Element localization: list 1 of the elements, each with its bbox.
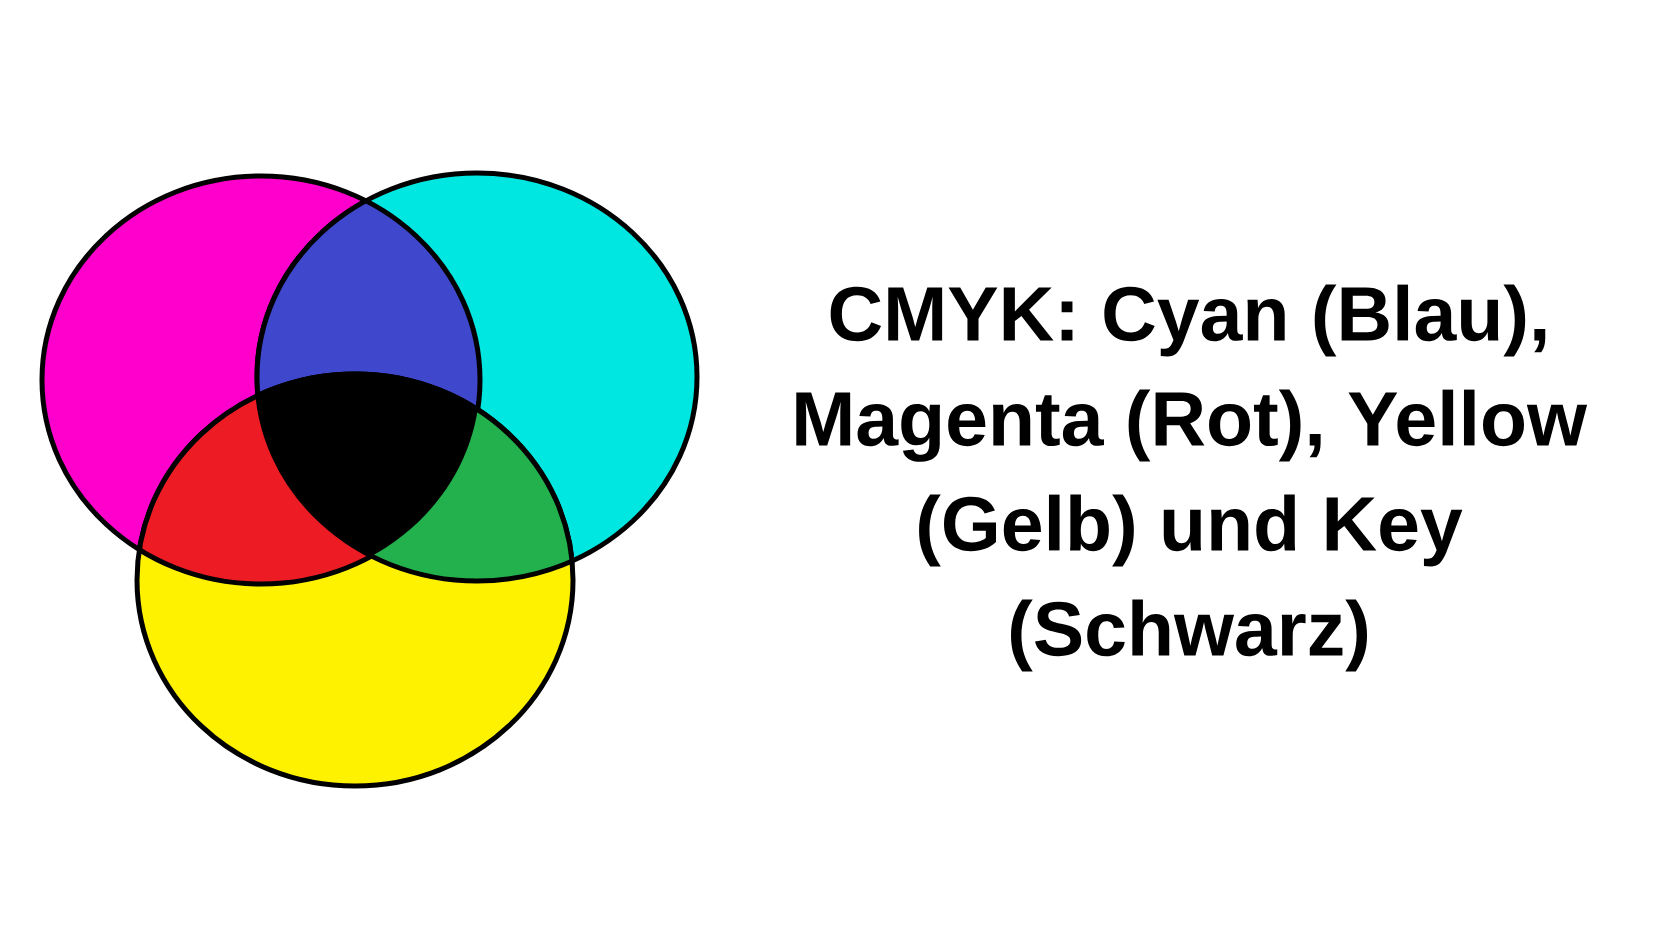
title: CMYK: Cyan (Blau), Magenta (Rot), Yellow (Gelb) und Key (Schwarz): [796, 284, 1588, 672]
